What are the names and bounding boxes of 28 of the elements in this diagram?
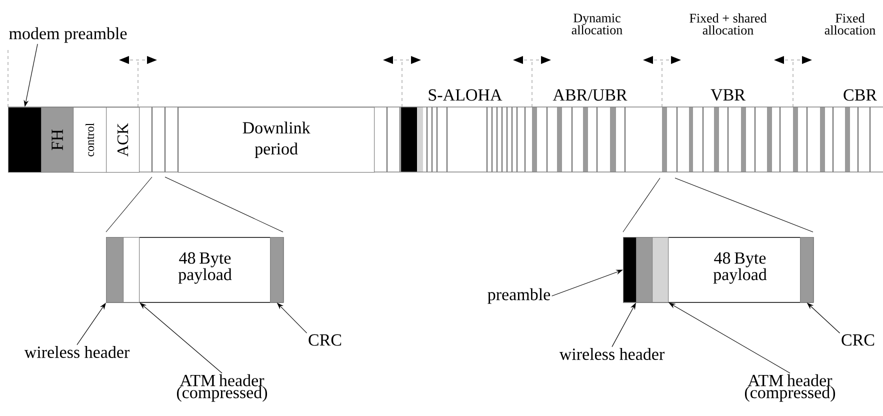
frame-segment: ACK [106,107,140,173]
cell-field [106,237,124,303]
label-text: wireless header [559,348,664,360]
region-label: ABR/UBR [552,89,628,101]
label-text: ATM header (compressed) [744,374,836,402]
region-label: S-ALOHA [428,89,502,101]
label-text: ATM header (compressed) [176,374,268,402]
cell-field [123,237,140,303]
cell-field [636,237,653,303]
allocation-label: Dynamic allocation [572,14,622,34]
frame-segment: Downlink period [178,107,375,173]
preamble-block [8,107,42,173]
leader-arrow [140,302,222,374]
label-text: modem preamble [9,27,127,43]
region-label: CBR [844,89,877,101]
allocation-label: Fixed allocation [824,13,876,35]
label-text: preamble [488,288,550,304]
allocation-label: Fixed + shared allocation [690,13,767,35]
label-text: CRC [842,334,874,346]
label-text: CRC [308,334,342,346]
frame-segment: control [73,107,107,173]
region-label: VBR [710,89,746,101]
label-text: wireless header [24,346,130,358]
frame-segment: FH [41,107,74,173]
cell-field [623,237,637,303]
cell-field [800,237,814,303]
cell-field [270,237,284,303]
cell-field [652,237,669,303]
